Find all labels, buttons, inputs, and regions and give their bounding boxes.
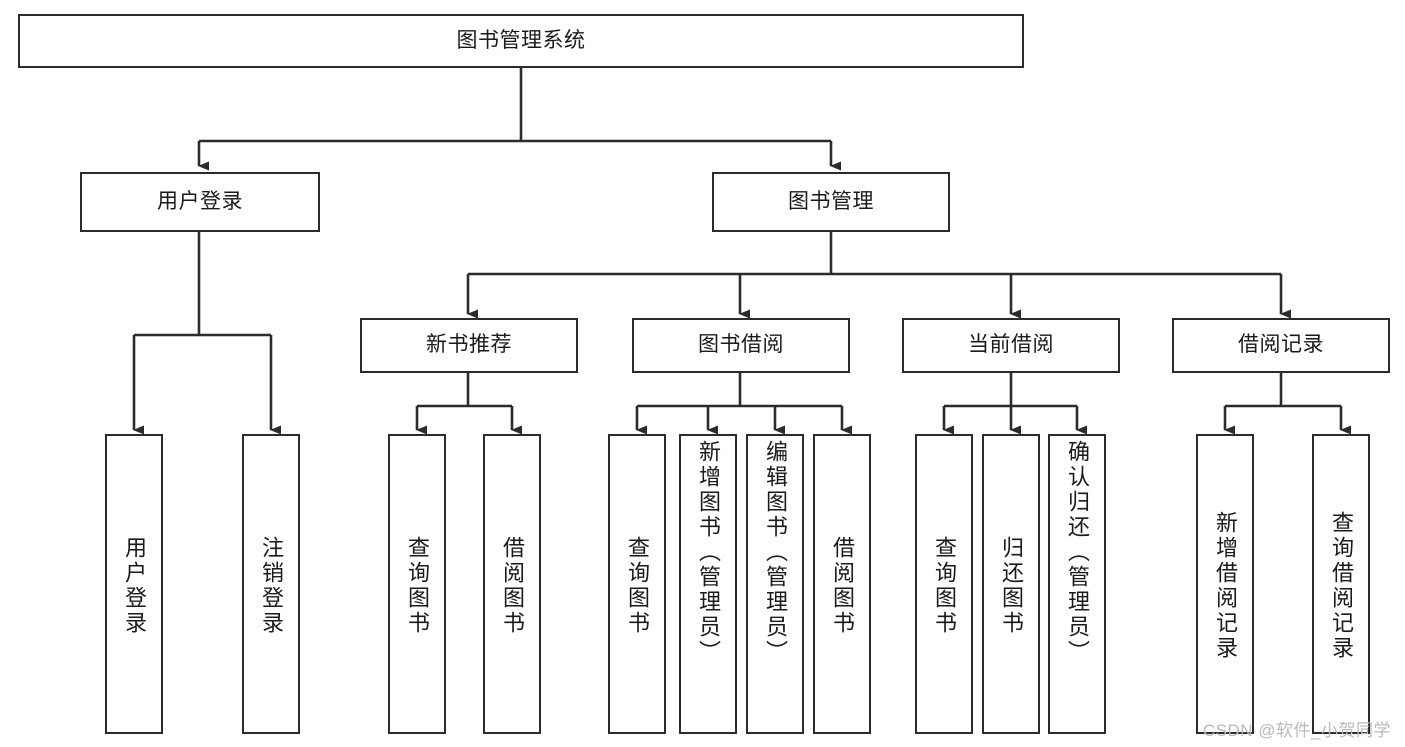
node-user-login[interactable]: 用户登录 <box>80 172 320 232</box>
node-borrow-record[interactable]: 借阅记录 <box>1172 318 1390 373</box>
node-borrow-record-label: 借阅记录 <box>1238 333 1324 357</box>
node-leaf-borrow-book[interactable]: 借阅图书 <box>813 434 871 734</box>
node-new-book-rec[interactable]: 新书推荐 <box>360 318 578 373</box>
node-leaf-rec-borrow[interactable]: 借阅图书 <box>483 434 541 734</box>
node-leaf-borrow-query-label: 查询图书 <box>624 536 650 636</box>
node-book-manage-label: 图书管理 <box>788 189 874 213</box>
node-current-borrow-label: 当前借阅 <box>968 333 1054 357</box>
node-leaf-user-login[interactable]: 用户登录 <box>105 434 163 734</box>
node-book-manage[interactable]: 图书管理 <box>712 172 950 232</box>
node-leaf-query-record-label: 查询借阅记录 <box>1328 511 1354 661</box>
node-leaf-add-record[interactable]: 新增借阅记录 <box>1196 434 1254 734</box>
node-book-borrow[interactable]: 图书借阅 <box>632 318 850 373</box>
node-leaf-logout[interactable]: 注销登录 <box>242 434 300 734</box>
node-current-borrow[interactable]: 当前借阅 <box>902 318 1120 373</box>
node-leaf-borrow-book-label: 借阅图书 <box>829 536 855 636</box>
node-leaf-cur-query-label: 查询图书 <box>931 536 957 636</box>
node-leaf-borrow-query[interactable]: 查询图书 <box>608 434 666 734</box>
node-new-book-rec-label: 新书推荐 <box>426 333 512 357</box>
node-leaf-add-book-label: 新增图书（管理员） <box>695 440 721 665</box>
node-book-borrow-label: 图书借阅 <box>698 333 784 357</box>
node-root[interactable]: 图书管理系统 <box>18 14 1024 68</box>
node-root-label: 图书管理系统 <box>456 28 586 52</box>
node-leaf-rec-query-label: 查询图书 <box>404 536 430 636</box>
node-leaf-user-login-label: 用户登录 <box>121 536 147 636</box>
node-leaf-edit-book-label: 编辑图书（管理员） <box>762 440 788 665</box>
node-leaf-rec-borrow-label: 借阅图书 <box>499 536 525 636</box>
node-leaf-rec-query[interactable]: 查询图书 <box>388 434 446 734</box>
node-leaf-return-book-label: 归还图书 <box>998 536 1024 636</box>
node-leaf-confirm-return-label: 确认归还（管理员） <box>1064 440 1090 665</box>
node-leaf-cur-query[interactable]: 查询图书 <box>915 434 973 734</box>
node-leaf-confirm-return[interactable]: 确认归还（管理员） <box>1048 434 1106 734</box>
node-user-login-label: 用户登录 <box>157 189 243 213</box>
node-leaf-edit-book[interactable]: 编辑图书（管理员） <box>746 434 804 734</box>
node-leaf-logout-label: 注销登录 <box>258 536 284 636</box>
node-leaf-add-book[interactable]: 新增图书（管理员） <box>679 434 737 734</box>
node-leaf-return-book[interactable]: 归还图书 <box>982 434 1040 734</box>
node-leaf-add-record-label: 新增借阅记录 <box>1212 511 1238 661</box>
csdn-watermark: CSDN @软件_小贺同学 <box>1202 721 1391 740</box>
node-leaf-query-record[interactable]: 查询借阅记录 <box>1312 434 1370 734</box>
